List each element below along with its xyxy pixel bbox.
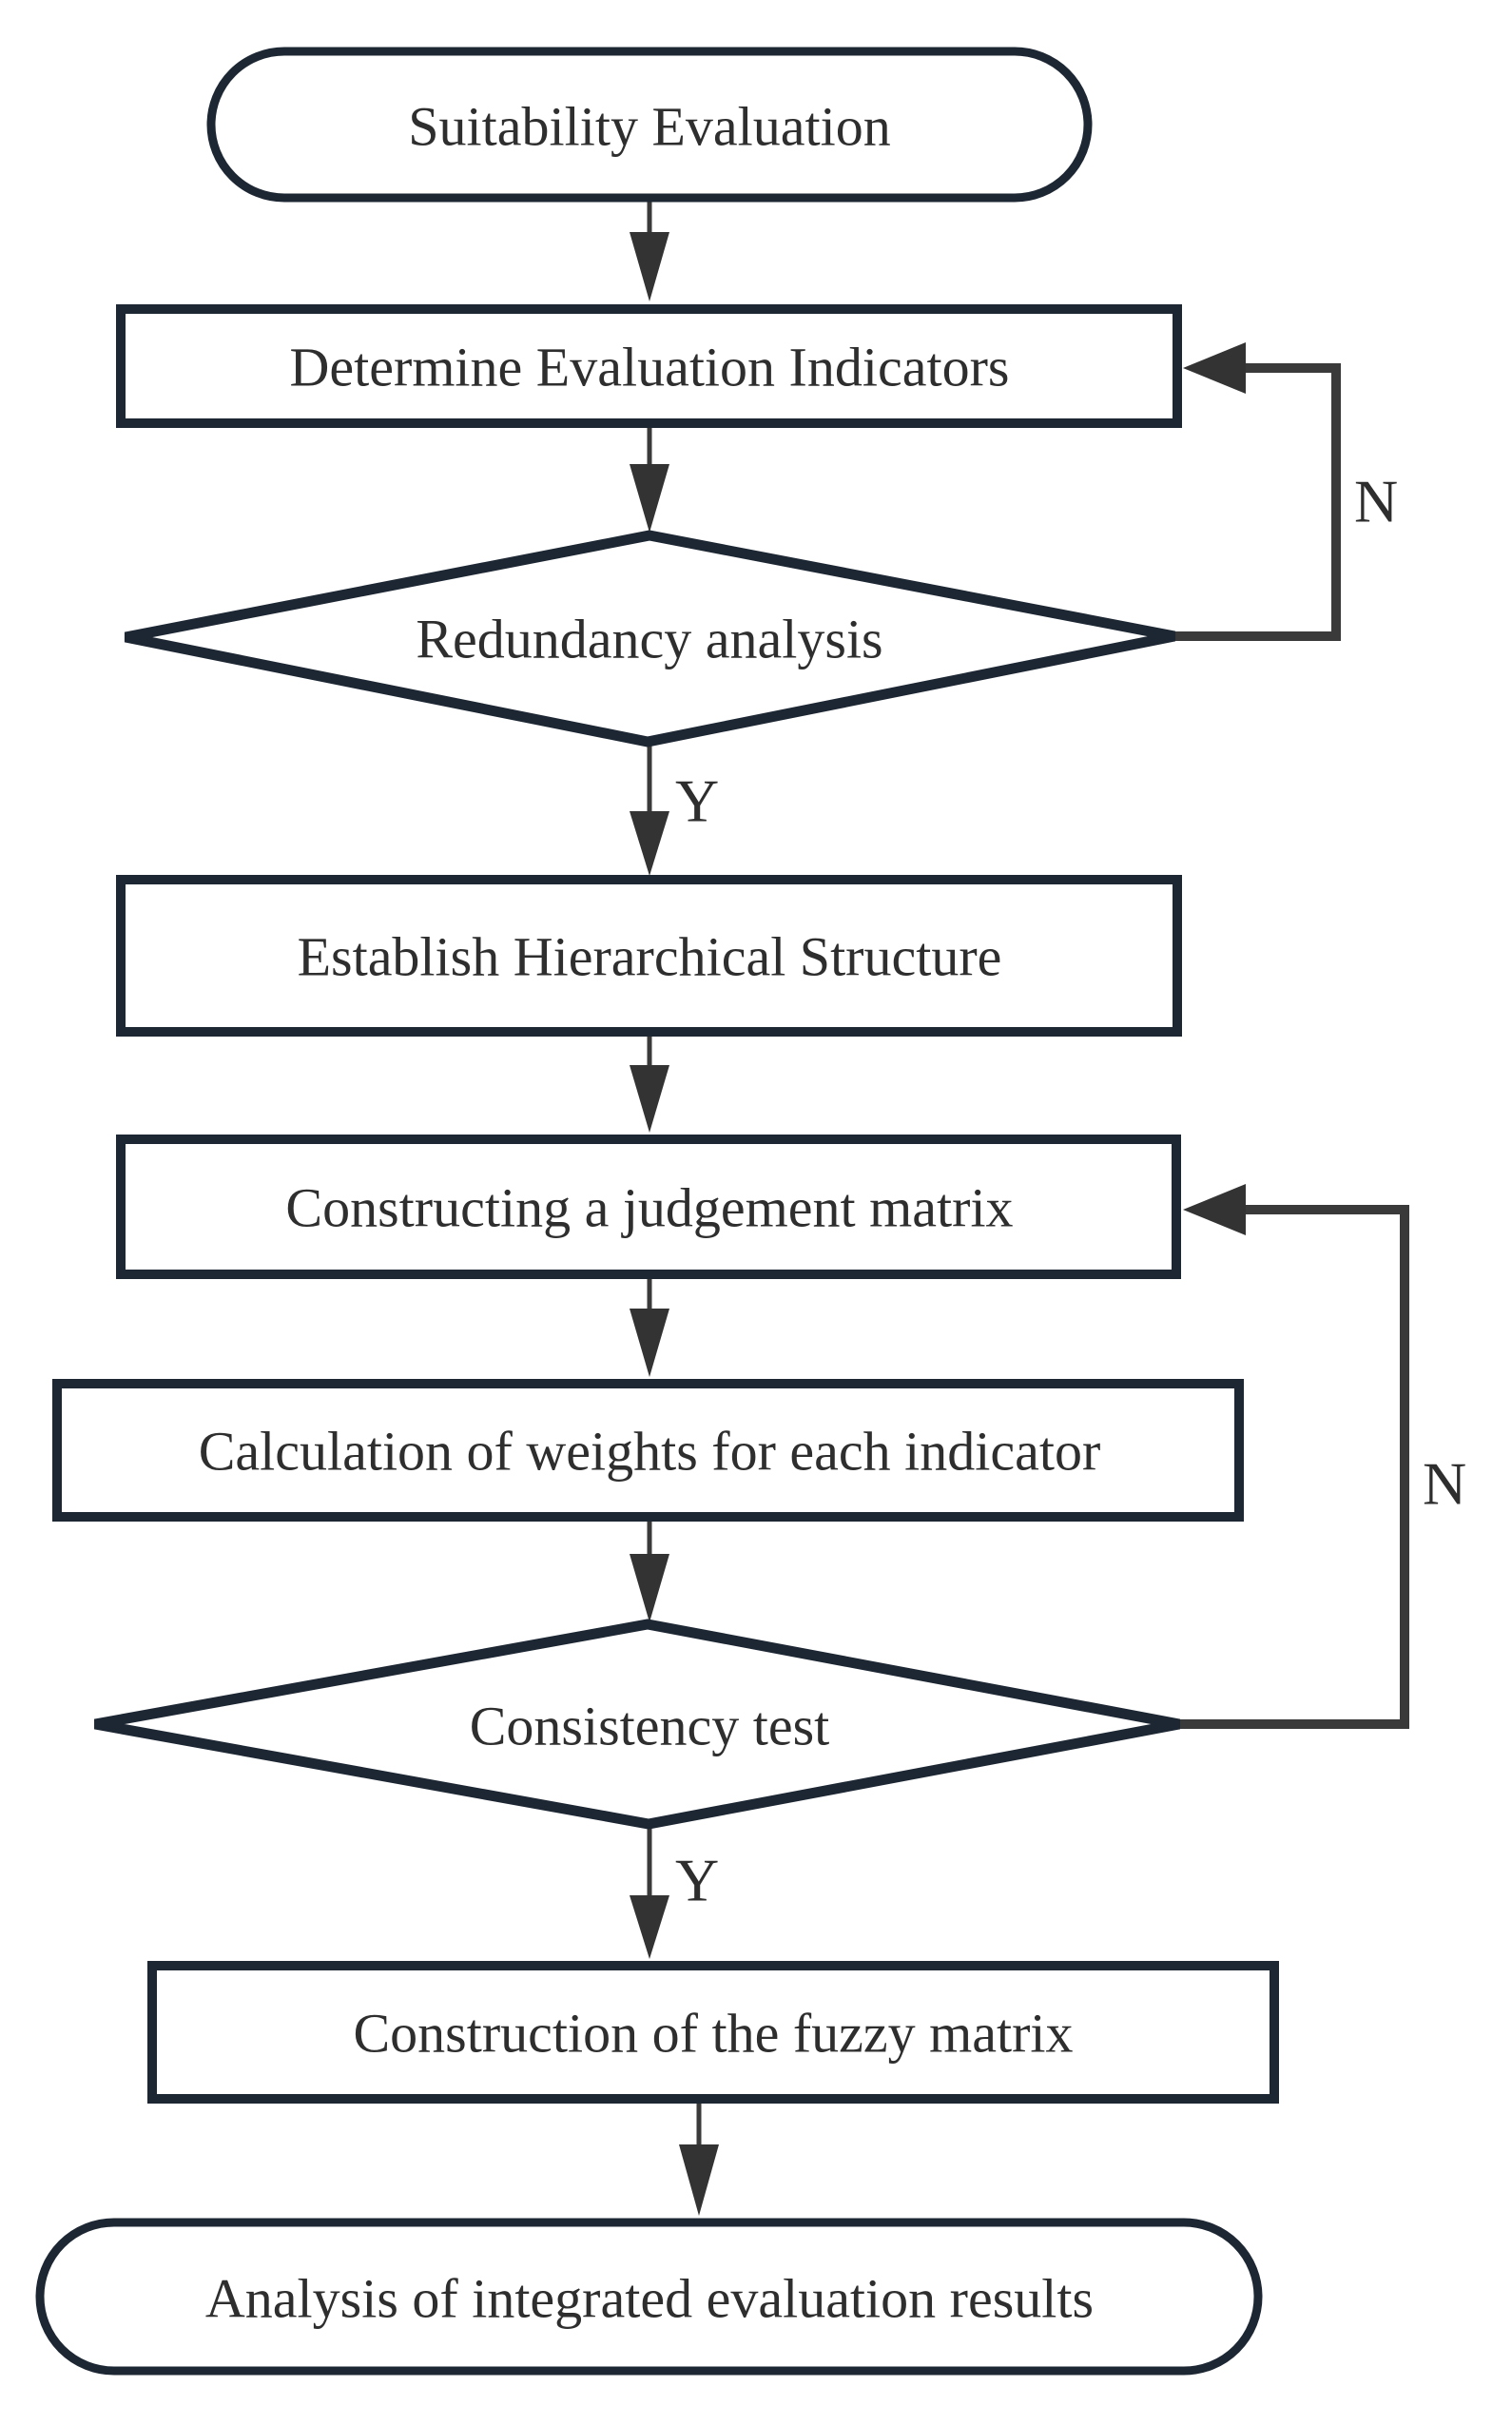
arrowhead-down: [630, 464, 669, 533]
arrowhead-into-judgement: [1183, 1184, 1246, 1235]
node-consistency-test: Consistency test: [94, 1619, 1181, 1830]
node-constructing-judgement-matrix: Constructing a judgement matrix: [116, 1135, 1181, 1279]
node-analysis-integrated-results: Analysis of integrated evaluation result…: [35, 2218, 1263, 2376]
process-shape: [147, 1961, 1279, 2104]
arrowhead-down: [630, 1309, 669, 1377]
loop-consistency-no-line: [1179, 1205, 1409, 1729]
node-label: Constructing a judgement matrix: [285, 1177, 1013, 1239]
node-label: Redundancy analysis: [416, 609, 882, 670]
label-redundancy-no: N: [1354, 468, 1398, 535]
node-label: Consistency test: [470, 1696, 830, 1757]
label-redundancy-yes: Y: [675, 767, 719, 835]
arrow-judgement-to-weights: [630, 1279, 669, 1377]
arrow-hierarchy-to-judgement: [630, 1037, 669, 1133]
arrow-weights-to-consistency: [630, 1522, 669, 1622]
node-label: Construction of the fuzzy matrix: [353, 2003, 1073, 2065]
arrowhead-down: [630, 811, 669, 876]
decision-shape: [94, 1619, 1181, 1830]
node-label: Calculation of weights for each indicato…: [199, 1421, 1101, 1483]
arrowhead-down: [630, 1895, 669, 1959]
terminator-shape: [35, 2218, 1263, 2376]
node-construction-fuzzy-matrix: Construction of the fuzzy matrix: [147, 1961, 1279, 2104]
decision-shape: [124, 530, 1176, 747]
node-establish-hierarchical-structure: Establish Hierarchical Structure: [116, 875, 1182, 1037]
process-shape: [116, 875, 1182, 1037]
arrow-start-to-indicators: [630, 202, 669, 301]
label-consistency-yes: Y: [675, 1847, 719, 1914]
node-redundancy-analysis: Redundancy analysis: [124, 530, 1176, 747]
arrowhead-down: [679, 2144, 719, 2216]
loop-consistency-no: N: [1179, 1184, 1466, 1729]
process-shape: [116, 304, 1182, 428]
label-consistency-no: N: [1423, 1450, 1466, 1518]
node-suitability-evaluation: Suitability Evaluation: [206, 47, 1093, 203]
loop-redundancy-no-line: [1174, 363, 1341, 641]
node-label: Determine Evaluation Indicators: [290, 337, 1010, 398]
arrow-consistency-yes: Y: [630, 1824, 719, 1959]
node-label: Suitability Evaluation: [408, 96, 890, 158]
node-determine-evaluation-indicators: Determine Evaluation Indicators: [116, 304, 1182, 428]
arrowhead-into-indicators: [1183, 342, 1246, 394]
arrowhead-down: [630, 1065, 669, 1133]
process-shape: [52, 1379, 1244, 1522]
arrowhead-down: [630, 232, 669, 301]
arrow-redundancy-yes: Y: [630, 742, 719, 876]
arrow-indicators-to-redundancy: [630, 428, 669, 533]
terminator-shape: [206, 47, 1093, 203]
node-label: Establish Hierarchical Structure: [298, 926, 1002, 988]
loop-redundancy-no: N: [1174, 342, 1398, 641]
node-calculation-of-weights: Calculation of weights for each indicato…: [52, 1379, 1244, 1522]
process-shape: [116, 1135, 1181, 1279]
node-label: Analysis of integrated evaluation result…: [205, 2268, 1094, 2330]
arrowhead-down: [630, 1554, 669, 1622]
arrow-fuzzy-to-end: [679, 2104, 719, 2216]
